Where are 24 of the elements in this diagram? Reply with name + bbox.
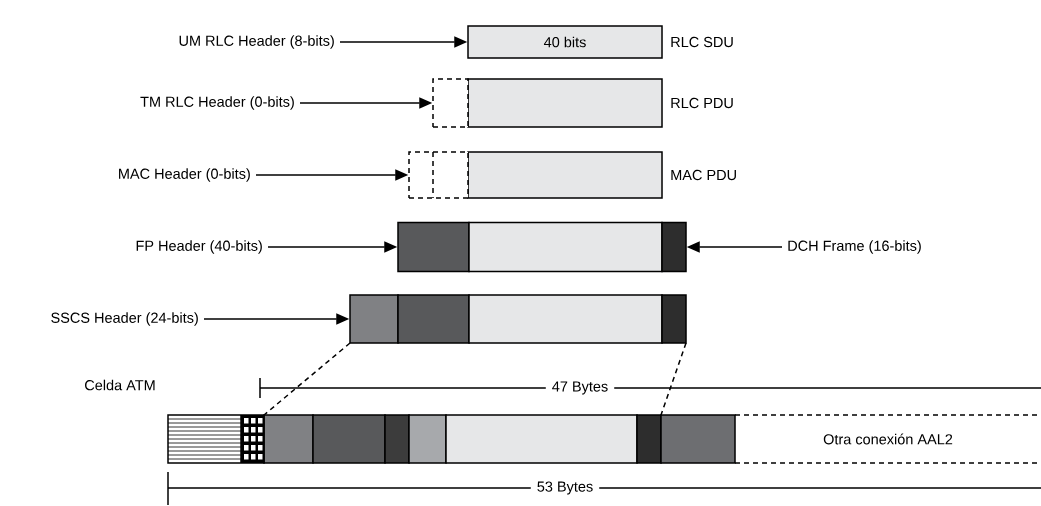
header-segment [397,294,470,344]
dashed-region: Otra conexión AAL2 [734,414,1041,464]
header-segment [349,294,399,344]
label-text: Celda ATM [85,379,155,391]
dimension-label: 53 Bytes [530,475,600,501]
header-label: TM RLC Header (0-bits) [140,96,294,110]
layer-label: RLC SDU [671,36,733,48]
trailer-segment [661,221,687,273]
sdu-box: 40 bits [467,25,663,59]
pdu-box [467,151,663,199]
header-label: MAC Header (0-bits) [119,168,250,182]
header-label: FP Header (40-bits) [136,240,262,254]
layer-label: MAC PDU [671,169,736,181]
pdu-box [467,78,663,128]
layer-label: RLC PDU [671,97,733,109]
header-segment [397,221,470,273]
dimension-label: 47 Bytes [545,375,615,401]
header-label: DCH Frame (16-bits) [788,240,921,254]
empty-header-box [432,78,469,128]
header-label: SSCS Header (24-bits) [51,312,198,326]
payload-segment [468,221,663,273]
payload-segment [468,294,663,344]
header-label: UM RLC Header (8-bits) [179,35,334,49]
trailer-segment [661,294,687,344]
